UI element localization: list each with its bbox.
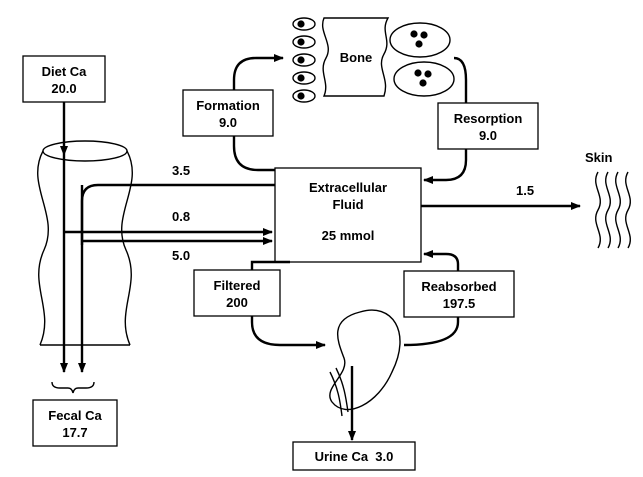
kidney [329,309,401,417]
ecf-line1: Extracellular [309,180,387,195]
intestine-left-wall [37,150,49,346]
ureter-mid [335,367,349,413]
osteoblast-cell-5 [292,89,316,103]
resorption-label: Resorption [454,111,523,126]
osteoblast-nucleus-3 [297,56,305,64]
bone-label: Bone [340,50,373,65]
fecal-ca-label: Fecal Ca [48,408,102,423]
osteoblast-cell-4 [292,71,316,85]
reabsorbed-box: Reabsorbed 197.5 [403,270,515,318]
kidney-outline [329,309,401,411]
skin-waves [595,171,631,249]
fecal-ca-box: Fecal Ca 17.7 [32,399,118,447]
diet-ca-value: 20.0 [51,81,76,96]
ecf-box: Extracellular Fluid 25 mmol [274,167,422,263]
filtered-flow-arrow [250,260,326,349]
fecal-ca-value: 17.7 [62,425,87,440]
resorption-box: Resorption 9.0 [437,102,539,150]
osteoblast-nucleus-4 [297,74,305,82]
diet-ca-box: Diet Ca 20.0 [22,55,106,103]
intestine-right-wall [121,150,133,346]
filtered-box: Filtered 200 [193,269,281,317]
formation-box: Formation 9.0 [182,89,274,137]
osteoblast-nucleus-2 [297,38,305,46]
urine-ca-box: Urine Ca 3.0 [292,441,416,471]
osteoblast-cell-2 [292,35,316,49]
intestine-top-rim [42,140,128,162]
osteoblast-cell-1 [292,17,316,31]
resorption-flow-arrow [423,56,468,184]
osteoblast-column [292,17,316,103]
bone-shape [321,17,390,97]
filtered-value: 200 [226,295,248,310]
ecf-line2: Fluid [332,197,363,212]
osteoclast-cell-lower [393,61,455,97]
secretion-flow-line [80,183,275,245]
reabsorbed-label: Reabsorbed [421,279,496,294]
osteoblast-cell-3 [292,53,316,67]
reabsorbed-value: 197.5 [443,296,476,311]
fecal-brace [51,381,95,394]
bone-block: Bone [321,17,390,97]
formation-value: 9.0 [219,115,237,130]
ureter-left [329,371,343,417]
osteoblast-nucleus-1 [297,20,305,28]
urine-ca-label: Urine Ca 3.0 [315,449,394,464]
ecf-amount: 25 mmol [322,228,375,243]
absorption-value: 5.0 [172,248,190,263]
filtered-label: Filtered [214,278,261,293]
osteoblast-nucleus-5 [297,92,305,100]
resorption-value: 9.0 [479,128,497,143]
osteoclast-cell-upper [389,22,451,58]
intestine [37,140,133,346]
diet-ca-label: Diet Ca [42,64,88,79]
skin-label: Skin [585,150,613,165]
secretion-flow-value: 3.5 [172,163,190,178]
formation-label: Formation [196,98,260,113]
absorption-small-value: 0.8 [172,209,190,224]
osteoclast-cells [389,22,455,97]
skin-flow-value: 1.5 [516,183,534,198]
